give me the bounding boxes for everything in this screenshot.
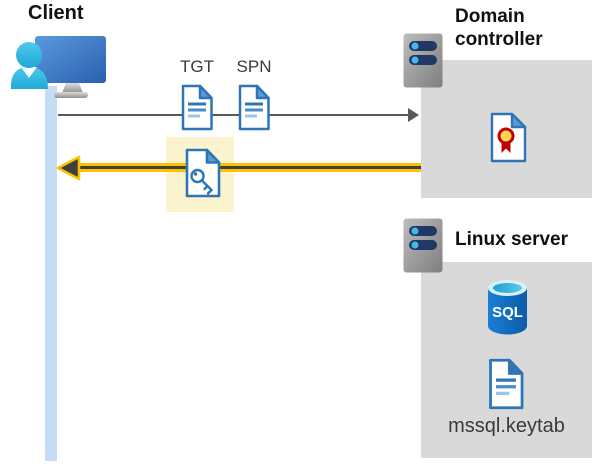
- response-arrow-line: [72, 163, 421, 172]
- response-arrowhead-icon: [56, 155, 81, 181]
- client-lifeline: [45, 86, 57, 461]
- monitor-icon: [10, 36, 106, 98]
- sql-text: SQL: [492, 304, 523, 321]
- client-label: Client: [28, 2, 84, 24]
- user-icon: [10, 67, 48, 89]
- keytab-document-icon: [486, 358, 526, 410]
- domain-controller-label: Domain controller: [455, 6, 543, 50]
- linux-server-label: Linux server: [455, 229, 568, 250]
- linux-server-icon: [403, 218, 443, 273]
- key-document-icon: [184, 148, 222, 198]
- tgt-label: TGT: [180, 57, 214, 76]
- spn-label: SPN: [236, 57, 272, 76]
- request-arrow-line: [58, 114, 410, 116]
- request-arrowhead-icon: [408, 108, 419, 122]
- sql-database-icon: SQL: [486, 279, 529, 336]
- keytab-file-label: mssql.keytab: [448, 415, 565, 437]
- spn-document-icon: [237, 84, 271, 131]
- certificate-icon: [489, 112, 528, 163]
- client-user-monitor-icon: [8, 33, 108, 103]
- domain-controller-server-icon: [403, 33, 443, 88]
- tgt-document-icon: [180, 84, 214, 131]
